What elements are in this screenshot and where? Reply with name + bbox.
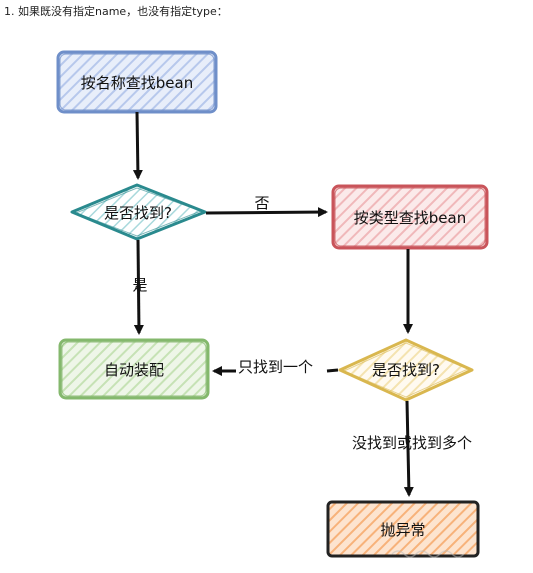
edge-found1-to-autowire bbox=[133, 239, 144, 335]
edge-found1-to-type bbox=[205, 207, 328, 218]
node-autowire: 自动装配 bbox=[58, 338, 210, 400]
node-found-1-label: 是否找到? bbox=[104, 204, 172, 222]
node-found-1: 是否找到? bbox=[70, 183, 207, 241]
edge-found2-to-autowire-tail bbox=[326, 368, 339, 373]
edge-label-yes: 是 bbox=[132, 276, 147, 294]
node-found-2-label: 是否找到? bbox=[372, 361, 440, 379]
node-autowire-label: 自动装配 bbox=[104, 361, 164, 379]
edge-name-to-found1 bbox=[132, 111, 143, 180]
edge-found2-to-throw bbox=[403, 400, 414, 497]
watermark-logo bbox=[391, 550, 465, 558]
node-throw: 抛异常 bbox=[326, 500, 480, 558]
page-heading: 1. 如果既没有指定name，也没有指定type： bbox=[4, 5, 228, 18]
node-find-by-type-label: 按类型查找bean bbox=[354, 209, 466, 227]
node-throw-label: 抛异常 bbox=[380, 521, 425, 539]
node-find-by-name: 按名称查找bean bbox=[56, 50, 218, 114]
edge-label-no: 否 bbox=[254, 194, 269, 212]
node-find-by-type: 按类型查找bean bbox=[331, 184, 489, 250]
node-find-by-name-label: 按名称查找bean bbox=[81, 74, 193, 92]
node-found-2: 是否找到? bbox=[338, 338, 474, 402]
edge-label-none-or-multiple: 没找到或找到多个 bbox=[352, 434, 472, 452]
edge-label-found-one: 只找到一个 bbox=[238, 358, 313, 376]
